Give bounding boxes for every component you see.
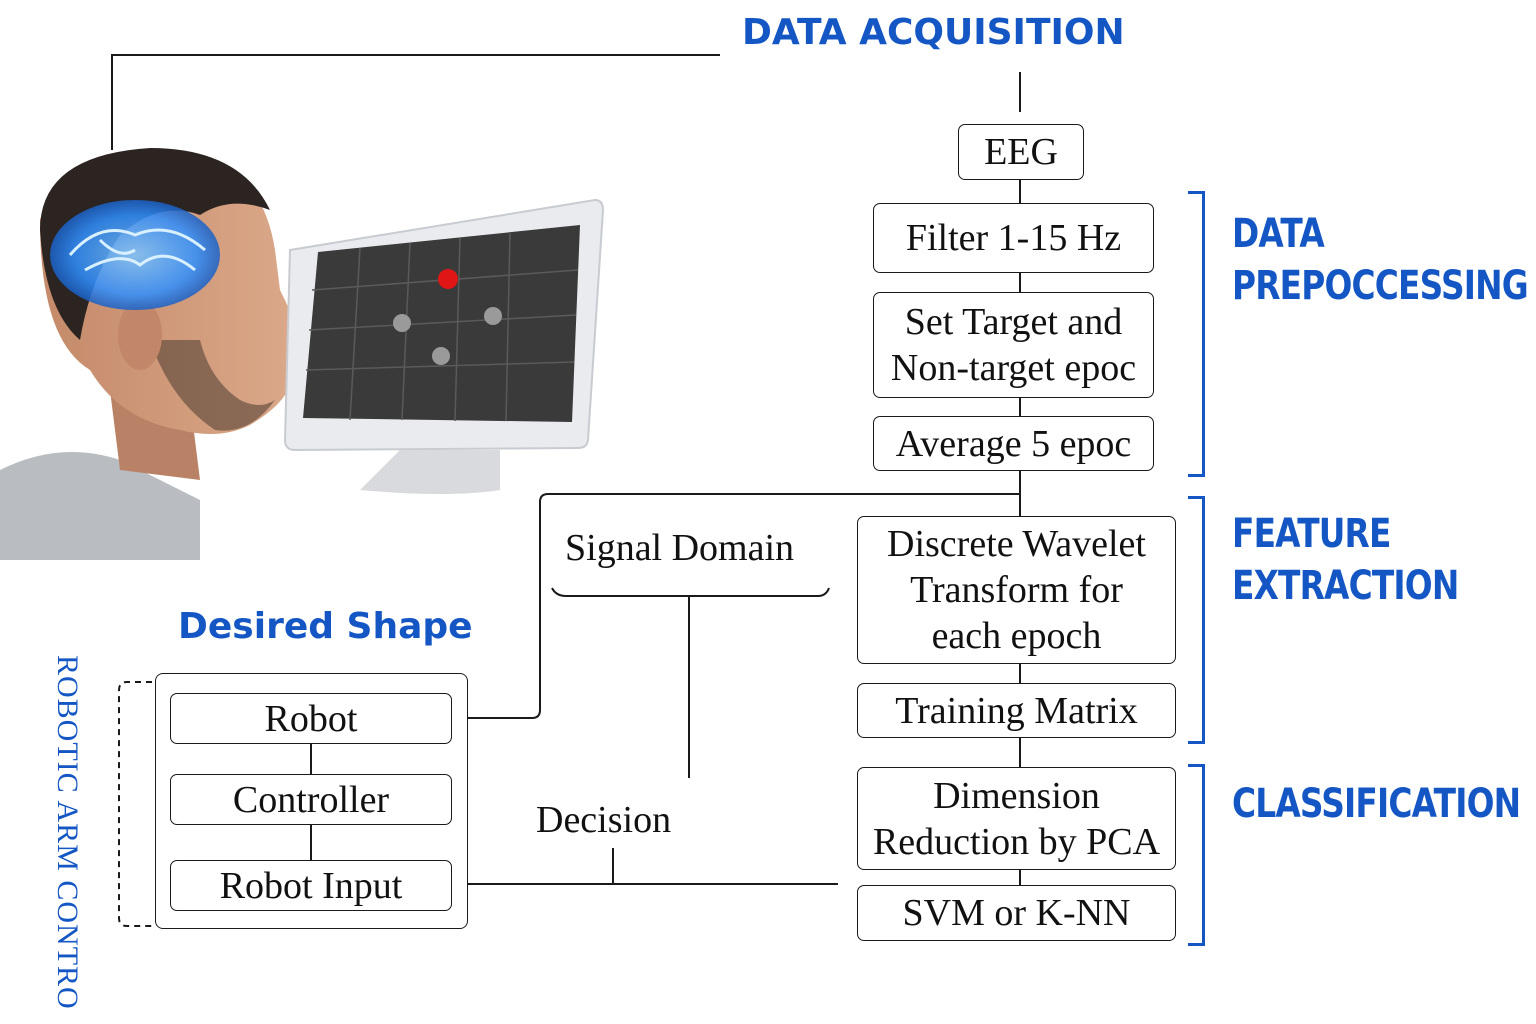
person-monitor-illustration bbox=[0, 148, 605, 560]
set-target-line-1: Set Target and bbox=[904, 301, 1123, 343]
data-acquisition-title: DATA ACQUISITION bbox=[742, 12, 1125, 53]
eeg-label: EEG bbox=[984, 131, 1058, 173]
robot-input-label: Robot Input bbox=[219, 864, 403, 907]
svm-box: SVM or K-NN bbox=[857, 885, 1176, 941]
dwt-box: Discrete Wavelet Transform for each epoc… bbox=[857, 516, 1176, 664]
signal-domain-label: Signal Domain bbox=[565, 527, 795, 569]
training-matrix-box: Training Matrix bbox=[857, 683, 1176, 738]
desired-shape-label: Desired Shape bbox=[178, 606, 473, 647]
robot-label: Robot bbox=[264, 697, 358, 740]
feature-extraction-label: FEATURE EXTRACTION bbox=[1232, 511, 1459, 609]
brain-glow-icon bbox=[50, 200, 220, 310]
decision-label: Decision bbox=[536, 799, 672, 841]
average-label: Average 5 epoc bbox=[895, 422, 1132, 465]
classification-label: CLASSIFICATION bbox=[1232, 781, 1521, 827]
svm-label: SVM or K-NN bbox=[902, 892, 1131, 934]
controller-label: Controller bbox=[232, 778, 390, 821]
robotic-arm-control-label: ROBOTIC ARM CONTRO bbox=[51, 655, 84, 1010]
pca-line-1: Dimension bbox=[933, 774, 1100, 817]
set-target-box: Set Target and Non-target epoc bbox=[873, 292, 1154, 398]
controller-box: Controller bbox=[170, 774, 452, 825]
average-box: Average 5 epoc bbox=[873, 416, 1154, 471]
pca-line-2: Reduction by PCA bbox=[872, 820, 1161, 863]
filter-label: Filter 1-15 Hz bbox=[905, 217, 1122, 259]
data-preprocessing-label: DATA PREPOCCESSING bbox=[1232, 211, 1529, 309]
target-dot-icon bbox=[438, 269, 458, 289]
dwt-line-3: each epoch bbox=[931, 615, 1102, 657]
filter-box: Filter 1-15 Hz bbox=[873, 203, 1154, 273]
dwt-line-2: Transform for bbox=[910, 569, 1123, 611]
pca-box: Dimension Reduction by PCA bbox=[857, 767, 1176, 870]
eeg-box: EEG bbox=[958, 124, 1084, 180]
robot-box: Robot bbox=[170, 693, 452, 744]
training-matrix-label: Training Matrix bbox=[895, 689, 1138, 732]
dwt-line-1: Discrete Wavelet bbox=[887, 523, 1146, 565]
preprocessing-bracket bbox=[1188, 191, 1205, 477]
robot-panel bbox=[155, 673, 468, 929]
set-target-line-2: Non-target epoc bbox=[890, 347, 1137, 389]
classification-bracket bbox=[1188, 764, 1205, 946]
robot-input-box: Robot Input bbox=[170, 860, 452, 911]
feature-bracket bbox=[1188, 496, 1205, 744]
